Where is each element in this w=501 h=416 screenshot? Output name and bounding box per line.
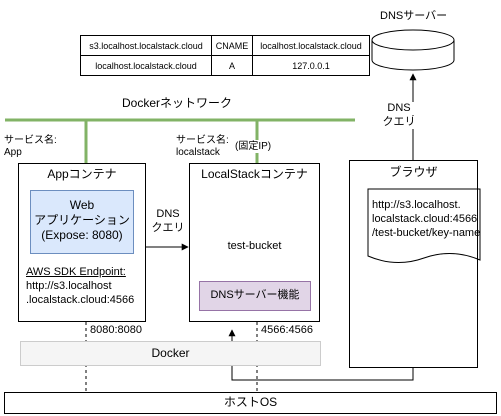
bucket-label: test-bucket — [227, 240, 282, 252]
docker-network-label: Dockerネットワーク — [122, 96, 233, 110]
host-os-bar — [4, 392, 497, 414]
web-app-line2: アプリケーション — [34, 213, 130, 227]
table-cell: 127.0.0.1 — [252, 55, 370, 76]
url-document — [367, 188, 481, 263]
database-cylinder-icon — [371, 29, 455, 71]
dns-query-label-1b: クエリ — [151, 222, 185, 234]
sdk-endpoint-line1: http://s3.localhost — [26, 280, 112, 292]
localstack-container-title: LocalStackコンテナ — [201, 167, 308, 181]
table-cell: s3.localhost.localstack.cloud — [80, 35, 212, 56]
host-os-label: ホストOS — [223, 395, 278, 409]
web-app-box — [30, 190, 134, 254]
localstack-port-label: 4566:4566 — [261, 324, 313, 336]
table-cell: CNAME — [211, 35, 253, 56]
web-app-line3: (Expose: 8080) — [41, 228, 123, 242]
app-service-name-label: サービス名: — [4, 135, 57, 146]
dns-server-label: DNSサーバー — [380, 10, 448, 22]
app-port-label: 8080:8080 — [90, 324, 142, 336]
fixed-ip-label: (固定IP) — [235, 140, 272, 153]
dns-record-table: s3.localhost.localstack.cloud CNAME loca… — [80, 35, 370, 76]
browser-title: ブラウザ — [389, 165, 438, 179]
browser-url-line1: http://s3.localhost. — [372, 199, 461, 211]
table-cell: localhost.localstack.cloud — [252, 35, 370, 56]
dns-query-label-2b: クエリ — [378, 116, 420, 129]
table-cell: localhost.localstack.cloud — [80, 55, 212, 76]
app-container-title: Appコンテナ — [47, 167, 117, 181]
localstack-service-name-label: サービス名: — [176, 135, 229, 146]
sdk-endpoint-line2: .localstack.cloud:4566 — [26, 294, 135, 306]
dns-query-label-2: DNS — [378, 102, 420, 115]
app-service-name-value: App — [4, 147, 22, 158]
table-cell: A — [211, 55, 253, 76]
localstack-service-name-value: localstack — [176, 147, 220, 158]
dns-query-label-1: DNS — [156, 208, 180, 220]
sdk-endpoint-label: AWS SDK Endpoint: — [26, 266, 126, 278]
dns-function-label: DNSサーバー機能 — [210, 289, 300, 301]
browser-url-line2: localstack.cloud:4566 — [372, 213, 478, 225]
browser-container — [349, 160, 478, 368]
table-row: s3.localhost.localstack.cloud CNAME loca… — [80, 35, 370, 56]
docker-label: Docker — [151, 346, 190, 360]
docker-bar — [20, 341, 321, 366]
browser-url-line3: /test-bucket/key-name — [372, 227, 481, 239]
table-row: localhost.localstack.cloud A 127.0.0.1 — [80, 55, 370, 76]
web-app-line1: Web — [69, 198, 95, 212]
dns-function-box — [199, 281, 311, 311]
